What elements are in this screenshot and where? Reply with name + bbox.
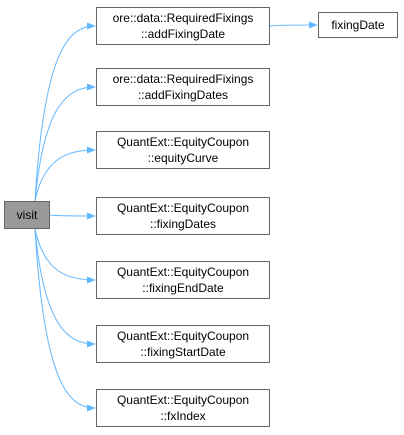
node-fxIndex-line1: QuantExt::EquityCoupon: [116, 393, 250, 407]
node-fixingEndDate-line1: QuantExt::EquityCoupon: [116, 265, 250, 279]
edge-root-addFixingDate: [34, 22, 96, 202]
node-fixingDates[interactable]: QuantExt::EquityCoupon ::fixingDates: [96, 197, 270, 235]
node-equityCurve[interactable]: QuantExt::EquityCoupon ::equityCurve: [96, 131, 270, 169]
edge-root-fixingEndDate: [34, 228, 96, 284]
node-fixingStartDate[interactable]: QuantExt::EquityCoupon ::fixingStartDate: [96, 325, 270, 363]
node-addFixingDate-line2: ::addFixingDate: [140, 27, 226, 41]
node-addFixingDate-line1: ore::data::RequiredFixings: [112, 11, 254, 25]
node-fixingEndDate-line2: ::fixingEndDate: [142, 281, 224, 295]
node-fixingDate[interactable]: fixingDate: [318, 12, 398, 38]
node-fixingStartDate-line2: ::fixingStartDate: [140, 345, 226, 359]
node-addFixingDate[interactable]: ore::data::RequiredFixings ::addFixingDa…: [96, 7, 270, 45]
edge-root-equityCurve: [34, 146, 96, 202]
node-visit-label: visit: [16, 208, 38, 222]
node-fxIndex[interactable]: QuantExt::EquityCoupon ::fxIndex: [96, 389, 270, 427]
node-fixingDate-label: fixingDate: [331, 18, 385, 32]
edge-addFixingDate-fixingDate: [269, 21, 318, 29]
node-addFixingDates-line2: ::addFixingDates: [137, 88, 229, 102]
edge-root-addFixingDates: [34, 83, 96, 202]
node-fixingStartDate-line1: QuantExt::EquityCoupon: [116, 329, 250, 343]
edge-root-fixingStartDate: [34, 228, 96, 348]
node-addFixingDates-line1: ore::data::RequiredFixings: [112, 72, 254, 86]
node-fixingDates-line1: QuantExt::EquityCoupon: [116, 201, 250, 215]
node-fxIndex-line2: ::fxIndex: [160, 409, 206, 423]
node-equityCurve-line2: ::equityCurve: [147, 151, 219, 165]
node-equityCurve-line1: QuantExt::EquityCoupon: [116, 135, 250, 149]
node-addFixingDates[interactable]: ore::data::RequiredFixings ::addFixingDa…: [96, 68, 270, 106]
node-fixingEndDate[interactable]: QuantExt::EquityCoupon ::fixingEndDate: [96, 261, 270, 299]
edge-root-fxIndex: [34, 228, 96, 412]
node-fixingDates-line2: ::fixingDates: [149, 217, 217, 231]
edge-root-fixingDates: [49, 212, 96, 220]
node-visit[interactable]: visit: [4, 201, 50, 229]
